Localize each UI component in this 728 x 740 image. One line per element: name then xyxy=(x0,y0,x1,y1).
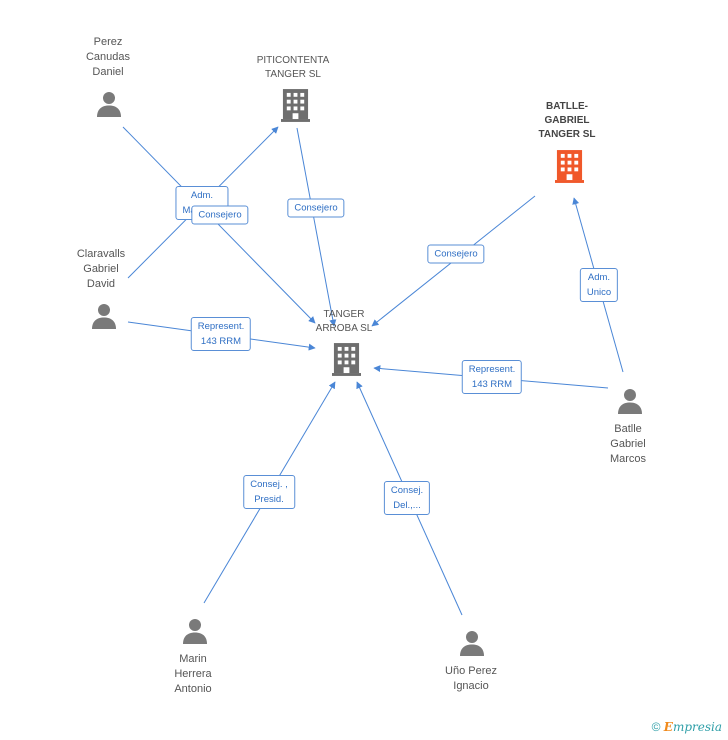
node-label-marin[interactable]: Marin Herrera Antonio xyxy=(174,653,212,695)
node-label-batlle-gabriel-tanger[interactable]: BATLLE- GABRIEL TANGER SL xyxy=(538,101,596,140)
edge-label-marcos-represent[interactable]: Represent. 143 RRM xyxy=(461,360,523,394)
edge-label-uno-consej[interactable]: Consej. Del.,... xyxy=(383,481,431,515)
edge-label-batlle-consejero[interactable]: Consejero xyxy=(427,244,485,264)
edge-line-piticontenta-tanger xyxy=(296,127,337,327)
person-icon[interactable] xyxy=(460,631,484,656)
edge-line-perez-tanger xyxy=(122,126,316,324)
node-label-tanger-arroba[interactable]: TANGER ARROBA SL xyxy=(315,309,373,334)
edge-label-piticontenta-consejero[interactable]: Consejero xyxy=(287,198,345,218)
brand-logo-text: mpresia xyxy=(672,720,722,734)
node-label-batlle-marcos[interactable]: Batlle Gabriel Marcos xyxy=(609,423,647,465)
copyright-symbol: © xyxy=(651,720,661,734)
node-label-piticontenta[interactable]: PITICONTENTA TANGER SL xyxy=(256,55,330,80)
node-label-perez[interactable]: Perez Canudas Daniel xyxy=(85,36,131,78)
node-label-uno[interactable]: Uño Perez Ignacio xyxy=(445,665,497,692)
copyright-brand: © Empresia xyxy=(652,720,722,734)
brand-logo-e: E xyxy=(663,720,673,734)
building-icon[interactable] xyxy=(281,89,310,122)
person-icon[interactable] xyxy=(97,92,121,117)
person-icon[interactable] xyxy=(183,619,207,644)
edge-label-claravalls-represent[interactable]: Represent. 143 RRM xyxy=(190,317,252,351)
edge-label-marin-consej[interactable]: Consej. , Presid. xyxy=(243,475,295,509)
person-icon[interactable] xyxy=(92,304,116,329)
brand-logo: Empresia xyxy=(664,720,722,734)
building-icon[interactable] xyxy=(332,343,361,376)
edge-label-batlle-adm[interactable]: Adm. Unico xyxy=(579,268,619,302)
edge-label-perez-consejero[interactable]: Consejero xyxy=(191,205,249,225)
node-label-claravalls[interactable]: Claravalls Gabriel David xyxy=(76,248,126,290)
building-icon-highlight[interactable] xyxy=(555,150,584,183)
person-icon[interactable] xyxy=(618,389,642,414)
